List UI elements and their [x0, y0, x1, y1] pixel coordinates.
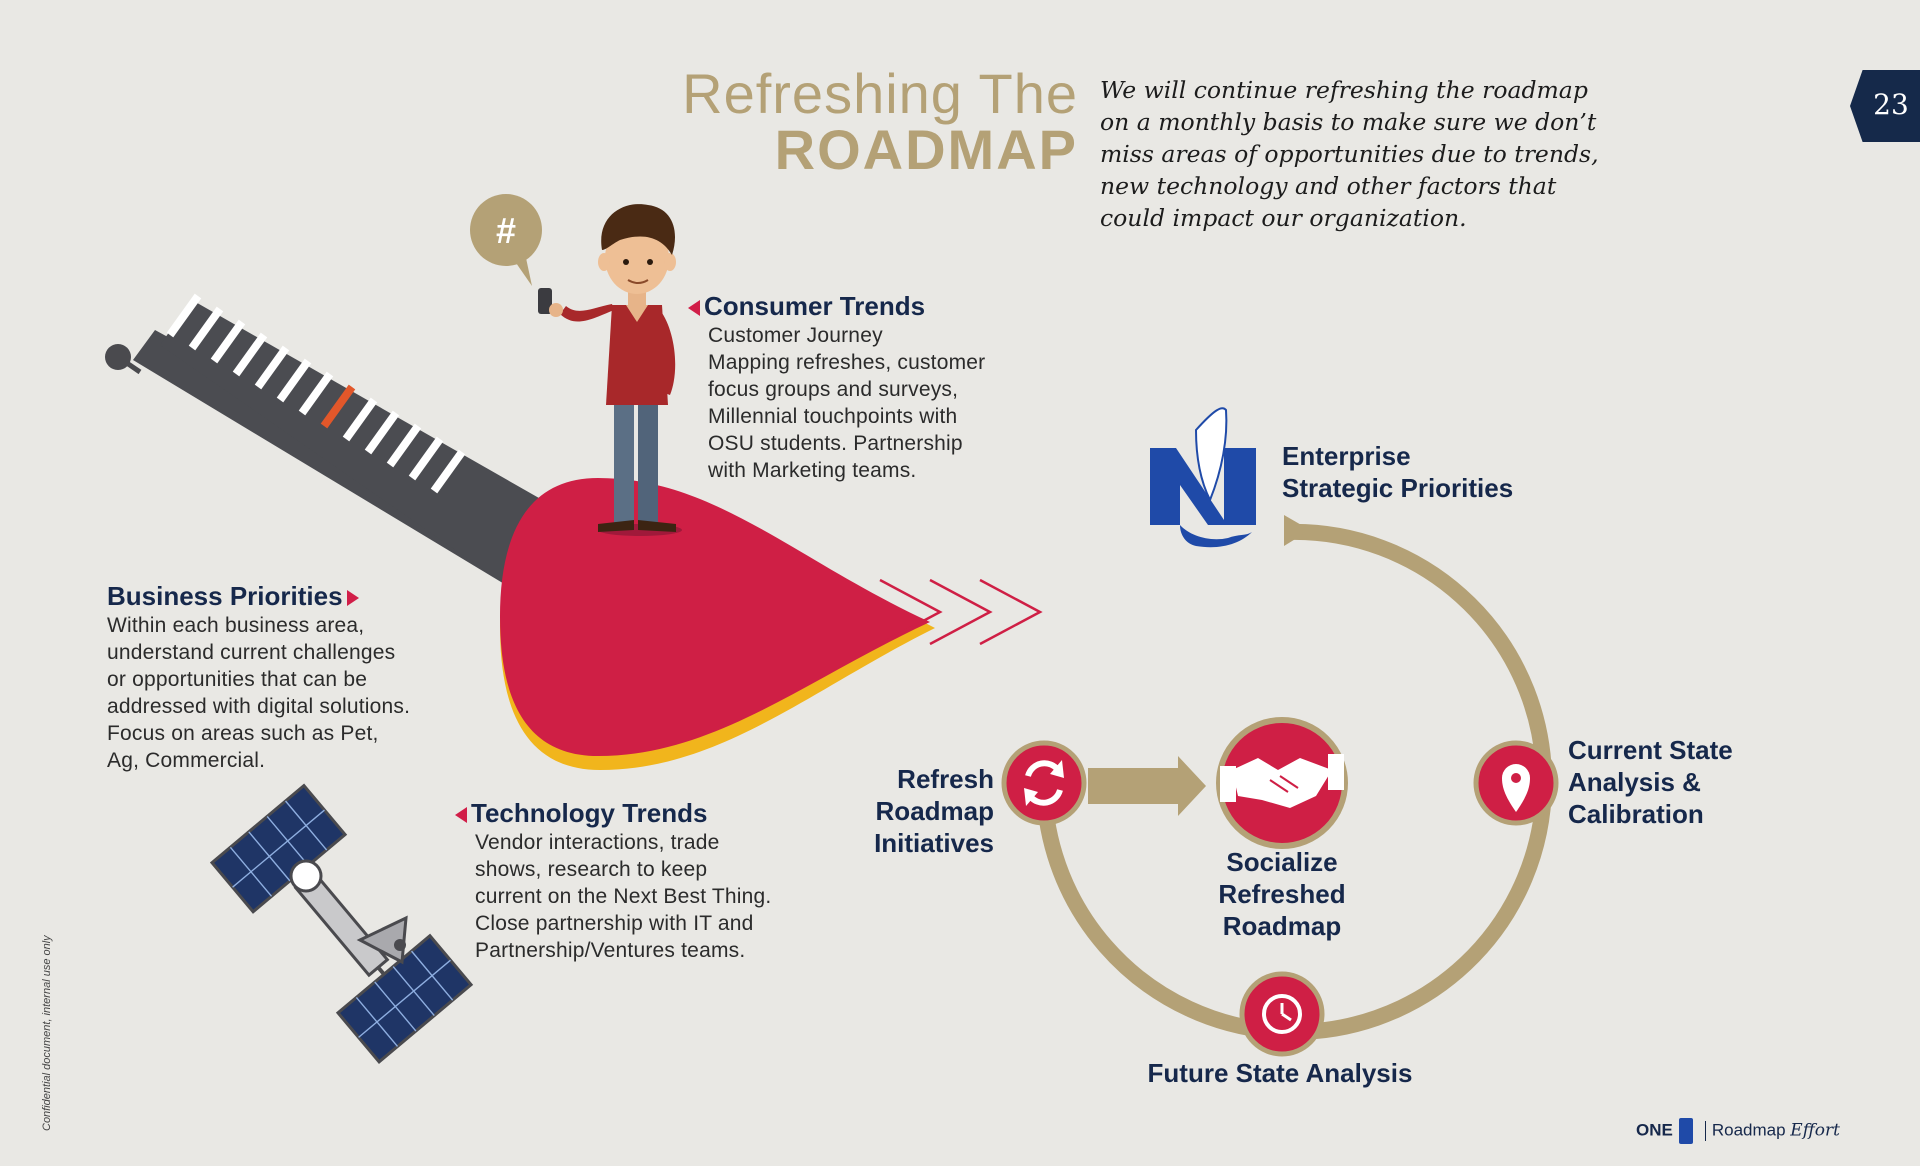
confidential-notice: Confidential document, internal use only [41, 935, 53, 1131]
consumer-trends-heading: Consumer Trends [688, 290, 1068, 322]
left-pointer-icon [688, 300, 700, 317]
right-pointer-icon [346, 590, 359, 607]
current-state-label: Current State Analysis & Calibration [1568, 735, 1733, 829]
refresh-initiatives-label: Refresh Roadmap Initiatives [874, 764, 994, 858]
clock-icon [1239, 971, 1325, 1057]
technology-trends-body: Vendor interactions, trade shows, resear… [475, 831, 772, 962]
hashtag-speech-bubble-icon: # [470, 194, 542, 286]
consumer-trends-section: Consumer Trends Customer Journey Mapping… [688, 290, 1068, 484]
telescope-illustration [105, 293, 560, 585]
handshake-icon [1216, 717, 1348, 849]
page-title-line2: ROADMAP [774, 118, 1078, 181]
refresh-arrows-icon [1001, 740, 1087, 826]
person-illustration [538, 204, 682, 536]
business-priorities-section: Business Priorities Within each business… [107, 580, 507, 774]
svg-text:#: # [496, 210, 516, 251]
footer-divider [1704, 1121, 1706, 1141]
business-priorities-heading: Business Priorities [107, 580, 507, 612]
red-pointer-shape [500, 478, 1043, 770]
future-state-label: Future State Analysis [1147, 1058, 1413, 1088]
satellite-illustration [209, 783, 474, 1064]
one-logo-icon [1678, 1118, 1693, 1144]
location-pin-icon [1473, 740, 1559, 826]
page-number-tab [1850, 70, 1920, 142]
business-priorities-body: Within each business area, understand cu… [107, 614, 411, 772]
page-number: 23 [1873, 88, 1909, 121]
page-title-line1: Refreshing The [682, 62, 1078, 125]
socialize-roadmap-label: Socialize Refreshed Roadmap [1218, 847, 1346, 941]
intro-paragraph: We will continue refreshing the roadmap … [1100, 76, 1599, 232]
technology-trends-section: Technology Trends Vendor interactions, t… [455, 797, 855, 964]
consumer-trends-body: Customer Journey Mapping refreshes, cust… [708, 324, 986, 482]
eagle-logo-icon [1150, 407, 1256, 548]
process-cycle-ring [1036, 515, 1552, 1040]
left-pointer-icon [455, 807, 467, 824]
technology-trends-heading: Technology Trends [455, 797, 855, 829]
enterprise-priorities-label: Enterprise Strategic Priorities [1282, 441, 1514, 503]
